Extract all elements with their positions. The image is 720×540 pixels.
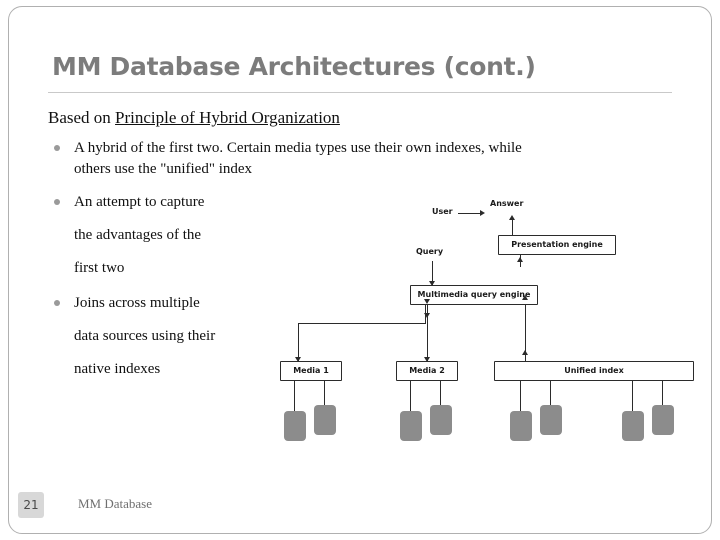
list-item: A hybrid of the first two. Certain media… xyxy=(48,138,649,180)
connector-mmqe-media1 xyxy=(298,323,426,324)
bullet-dot-icon xyxy=(54,145,60,151)
bullet-line: Joins across multiple xyxy=(74,295,200,311)
bullet-line: first two xyxy=(74,260,125,276)
connector-media2-store-b xyxy=(440,381,441,405)
connector-mmqe-unified xyxy=(525,305,526,361)
connector-unified-store-c xyxy=(632,381,633,411)
bullet-list: A hybrid of the first two. Certain media… xyxy=(48,138,628,386)
lead-underlined: Principle of Hybrid Organization xyxy=(115,108,340,127)
bullet-line: the advantages of the xyxy=(74,227,202,243)
diagram-box-multimedia-query-engine: Multimedia query engine xyxy=(410,285,538,305)
database-icon xyxy=(284,411,306,441)
connector-query-mmqe xyxy=(432,261,433,285)
bullet-line: others use the "unified" index xyxy=(74,161,253,177)
arrow-up-icon xyxy=(508,215,515,220)
arrow-up-icon xyxy=(516,257,523,262)
diagram-box-media2: Media 2 xyxy=(396,361,458,381)
database-icon xyxy=(540,405,562,435)
arrow-up-icon xyxy=(521,295,528,300)
bullet-dot-icon xyxy=(54,199,60,205)
lead-text: Based on Principle of Hybrid Organizatio… xyxy=(48,108,340,128)
arrow-down-icon xyxy=(423,357,430,362)
title-divider xyxy=(48,92,672,93)
bullet-line: native indexes xyxy=(74,361,161,377)
database-icon xyxy=(430,405,452,435)
database-icon xyxy=(314,405,336,435)
arrow-up-icon xyxy=(423,299,430,304)
arrow-down-icon xyxy=(294,357,301,362)
connector-unified-store-a xyxy=(520,381,521,411)
diagram-box-presentation-engine: Presentation engine xyxy=(498,235,616,255)
bullet-line: An attempt to capture xyxy=(74,194,205,210)
architecture-diagram: User Answer Query Presentation engine Mu… xyxy=(280,195,700,455)
connector-unified-store-b xyxy=(550,381,551,405)
database-icon xyxy=(400,411,422,441)
connector-presentation-answer xyxy=(512,219,513,235)
arrow-right-icon xyxy=(480,209,485,216)
bullet-dot-icon xyxy=(54,300,60,306)
database-icon xyxy=(652,405,674,435)
database-icon xyxy=(622,411,644,441)
page-title: MM Database Architectures (cont.) xyxy=(52,52,536,81)
connector-media1-down xyxy=(298,323,299,361)
connector-user-answer xyxy=(458,213,482,214)
bullet-line: data sources using their xyxy=(74,328,216,344)
bullet-line: A hybrid of the first two. Certain media… xyxy=(74,140,522,156)
arrow-down-icon xyxy=(428,281,435,286)
page-number-badge: 21 xyxy=(18,492,44,518)
arrow-up-icon xyxy=(521,350,528,355)
footer-text: MM Database xyxy=(78,496,153,511)
connector-media2-store-a xyxy=(410,381,411,411)
diagram-label-answer: Answer xyxy=(490,199,524,208)
list-item: Joins across multiple data sources using… xyxy=(48,293,324,380)
connector-unified-store-d xyxy=(662,381,663,405)
connector-media1-store-a xyxy=(294,381,295,411)
diagram-label-user: User xyxy=(432,207,453,216)
connector-media1-store-b xyxy=(324,381,325,405)
arrow-down-icon xyxy=(423,313,430,318)
diagram-label-query: Query xyxy=(416,247,444,256)
list-item: An attempt to capture the advantages of … xyxy=(48,192,324,279)
diagram-box-media1: Media 1 xyxy=(280,361,342,381)
lead-prefix: Based on xyxy=(48,108,116,127)
diagram-box-unified-index: Unified index xyxy=(494,361,694,381)
connector-mmqe-media2 xyxy=(427,305,428,361)
database-icon xyxy=(510,411,532,441)
